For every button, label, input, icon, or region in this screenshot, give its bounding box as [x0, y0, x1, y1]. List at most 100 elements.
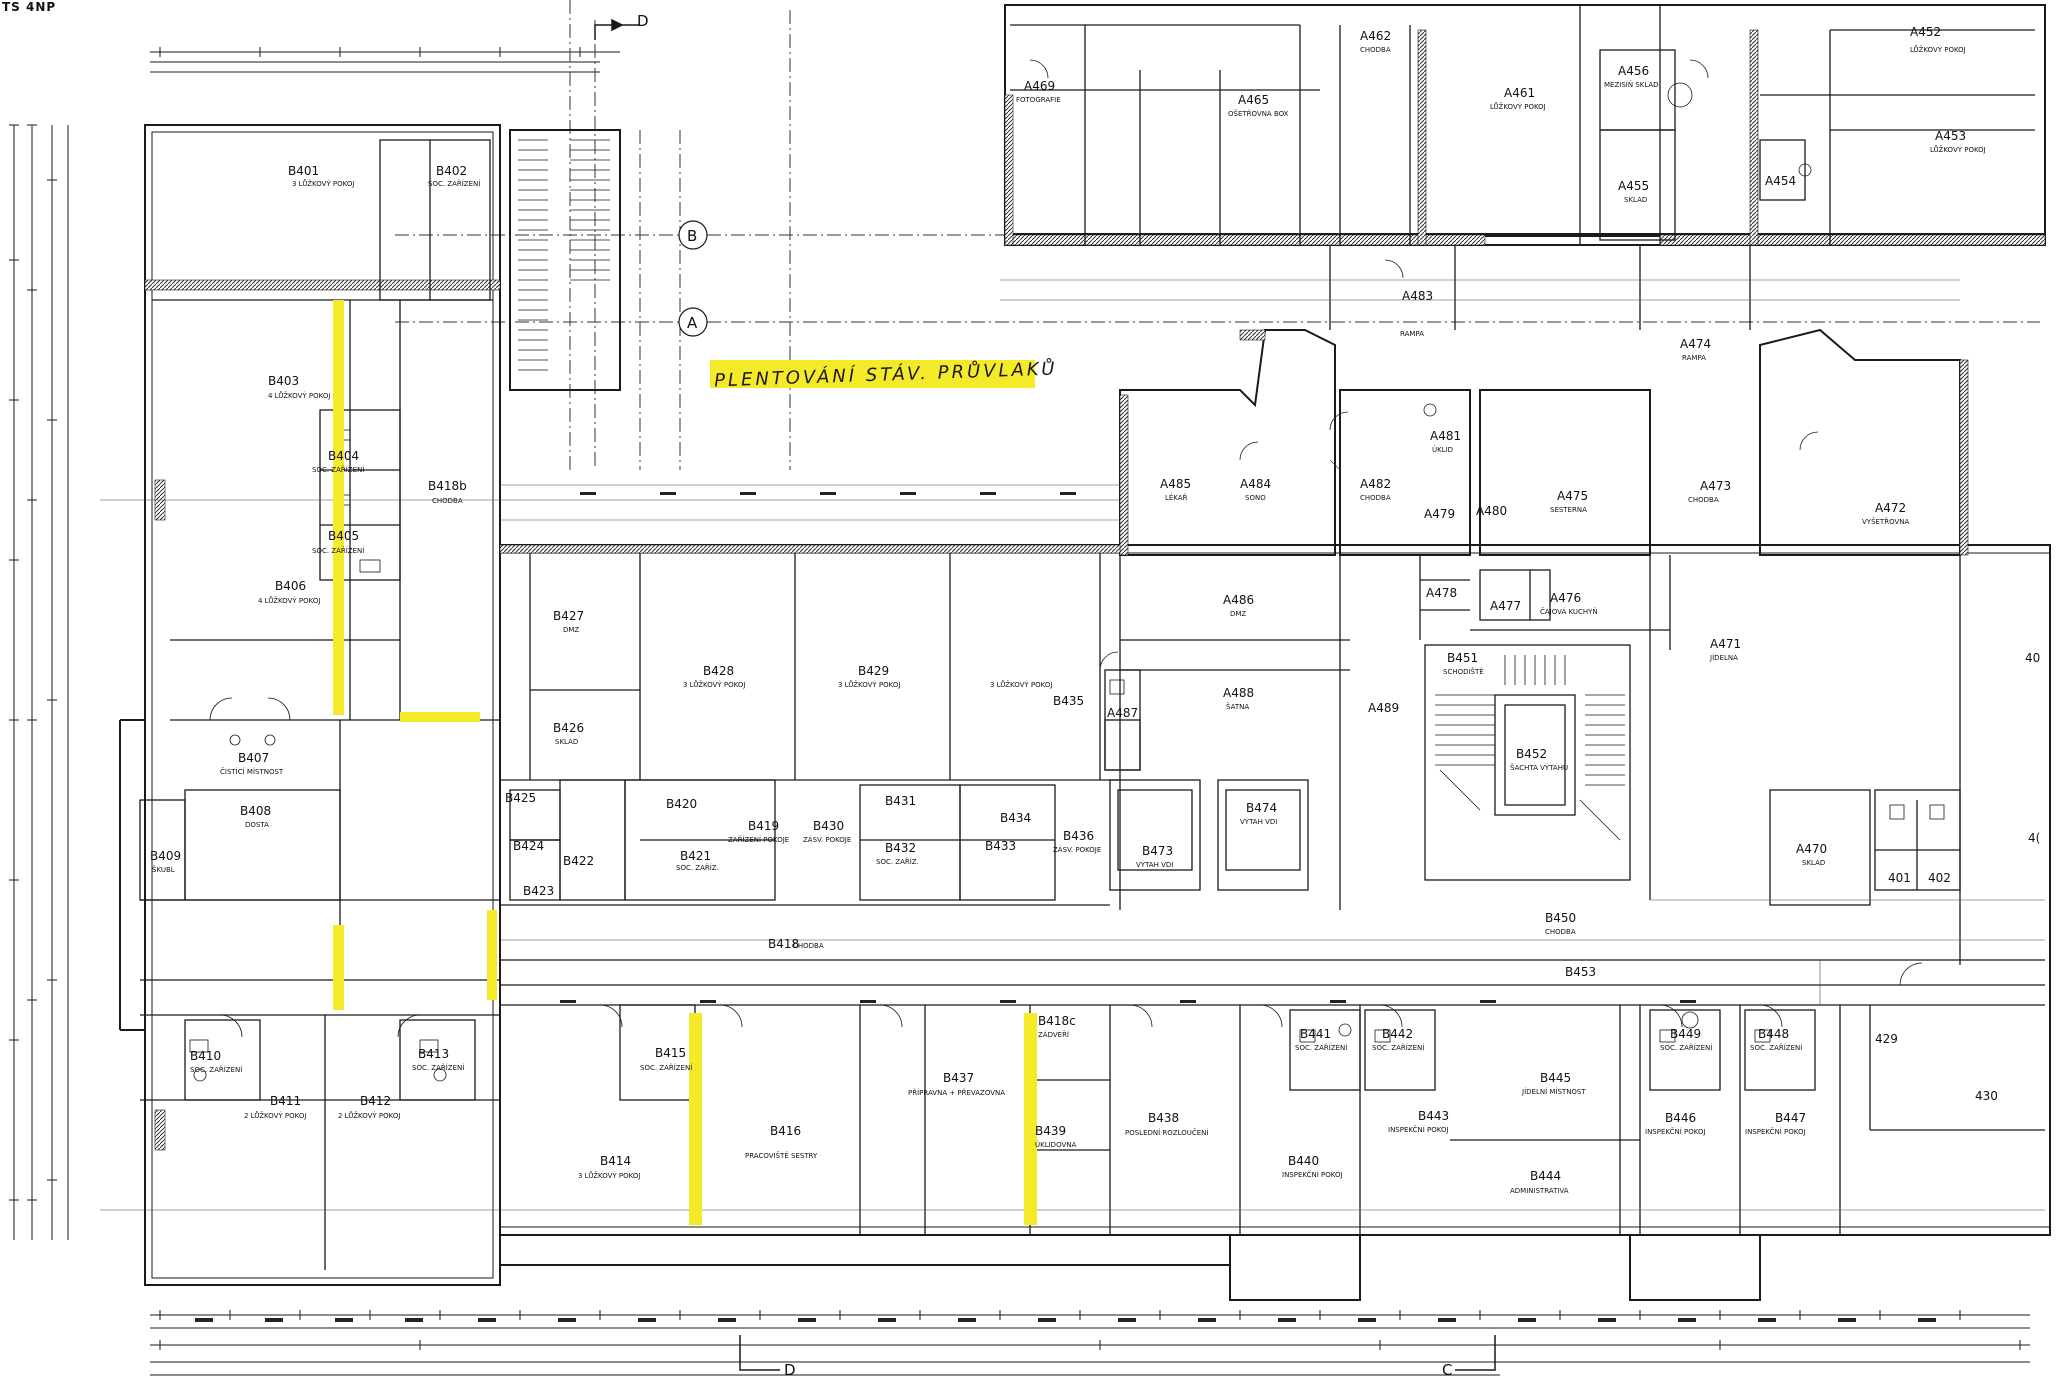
grid-label-a: A — [687, 314, 698, 332]
room-code: B448 — [1758, 1027, 1789, 1041]
room-name: 2 LŮŽKOVÝ POKOJ — [338, 1111, 400, 1120]
room-name: RAMPA — [1682, 354, 1706, 362]
room-name: LŮŽKOVÝ POKOJ — [1910, 45, 1966, 54]
room-name: INSPEKČNÍ POKOJ — [1645, 1127, 1706, 1136]
room-code: B415 — [655, 1046, 686, 1060]
room-code: A469 — [1024, 79, 1055, 93]
room-name: SESTERNA — [1550, 506, 1587, 514]
room-code: B425 — [505, 791, 536, 805]
room-name: POSLEDNÍ ROZLOUČENÍ — [1125, 1128, 1208, 1137]
room-name: SOC. ZAŘÍZENÍ — [640, 1063, 692, 1072]
room-code: B402 — [436, 164, 467, 178]
room-name: MEZISÍŇ SKLAD — [1604, 80, 1659, 89]
room-name: 4 LŮŽKOVÝ POKOJ — [268, 391, 330, 400]
interior-partitions — [139, 5, 2045, 1270]
door-swings — [209, 59, 1923, 1038]
room-name: SKLAD — [1802, 859, 1825, 867]
room-code: A461 — [1504, 86, 1535, 100]
room-code: A475 — [1557, 489, 1588, 503]
room-code: B410 — [190, 1049, 221, 1063]
room-code: B416 — [770, 1124, 801, 1138]
room-code: A482 — [1360, 477, 1391, 491]
room-code: A474 — [1680, 337, 1711, 351]
room-code: A477 — [1490, 599, 1521, 613]
dimension-text-marks — [195, 492, 1936, 1322]
room-code: B419 — [748, 819, 779, 833]
room-name: ZÁDVEŘÍ — [1038, 1030, 1069, 1039]
room-code: B441 — [1300, 1027, 1331, 1041]
room-code: B405 — [328, 529, 359, 543]
room-code: B418c — [1038, 1014, 1076, 1028]
room-code: B435 — [1053, 694, 1084, 708]
room-code: B414 — [600, 1154, 631, 1168]
room-code: B432 — [885, 841, 916, 855]
room-name: SOC. ZAŘÍZENÍ — [428, 179, 480, 188]
room-code: 401 — [1888, 871, 1911, 885]
room-name: LŮŽKOVÝ POKOJ — [1490, 102, 1546, 111]
room-name: JÍDELNÍ MÍSTNOST — [1521, 1087, 1586, 1096]
room-name: LŮŽKOVÝ POKOJ — [1930, 145, 1986, 154]
section-c-bottom: C — [1442, 1361, 1452, 1379]
room-code: B409 — [150, 849, 181, 863]
room-name: 2 LŮŽKOVÝ POKOJ — [244, 1111, 306, 1120]
room-name: DMZ — [1230, 610, 1246, 618]
room-code: A473 — [1700, 479, 1731, 493]
room-name: ZÁSV. POKOJE — [803, 835, 851, 844]
room-code: B445 — [1540, 1071, 1571, 1085]
room-name: ČISTÍCÍ MÍSTNOST — [220, 767, 284, 776]
room-name: CHODBA — [1688, 496, 1719, 504]
room-code: B431 — [885, 794, 916, 808]
room-code: B433 — [985, 839, 1016, 853]
room-name: INSPEKČNÍ POKOJ — [1745, 1127, 1806, 1136]
room-code: B427 — [553, 609, 584, 623]
room-name: SKLAD — [1624, 196, 1647, 204]
room-code: B474 — [1246, 801, 1277, 815]
wall-hatching — [144, 29, 2046, 1151]
room-name: CHODBA — [1360, 46, 1391, 54]
room-code: B426 — [553, 721, 584, 735]
room-code: B451 — [1447, 651, 1478, 665]
room-code: A489 — [1368, 701, 1399, 715]
room-name: 3 LŮŽKOVÝ POKOJ — [990, 680, 1052, 689]
room-name: SONO — [1245, 494, 1266, 502]
room-code: B422 — [563, 854, 594, 868]
room-code: 402 — [1928, 871, 1951, 885]
room-name: ZAŘÍZENÍ POKOJE — [728, 835, 789, 844]
room-name: 3 LŮŽKOVÝ POKOJ — [292, 179, 354, 188]
room-code: B449 — [1670, 1027, 1701, 1041]
room-code: 4( — [2028, 831, 2040, 845]
room-code: B434 — [1000, 811, 1031, 825]
room-code: B423 — [523, 884, 554, 898]
room-code: B437 — [943, 1071, 974, 1085]
room-code: A484 — [1240, 477, 1271, 491]
sanitary-fixtures — [189, 163, 1945, 1082]
stair-treads — [518, 139, 1625, 841]
room-code: A486 — [1223, 593, 1254, 607]
room-code: A472 — [1875, 501, 1906, 515]
room-name: SOC. ZAŘÍZ. — [676, 863, 719, 872]
room-code: B428 — [703, 664, 734, 678]
grid-marker-b: B — [678, 220, 708, 250]
room-code: B403 — [268, 374, 299, 388]
room-name: VÝTAH VDI — [1240, 817, 1277, 826]
room-code: B413 — [418, 1047, 449, 1061]
room-code: 40 — [2025, 651, 2040, 665]
room-code: A471 — [1710, 637, 1741, 651]
room-code: A487 — [1107, 706, 1138, 720]
room-name: CHODBA — [1360, 494, 1391, 502]
room-code: B424 — [513, 839, 544, 853]
room-name: SOC. ZAŘÍZ. — [876, 857, 919, 866]
room-name: VÝTAH VDI — [1136, 860, 1173, 869]
room-name: DMZ — [563, 626, 579, 634]
room-code: B408 — [240, 804, 271, 818]
room-name: ČAJOVÁ KUCHYŇ — [1540, 607, 1598, 616]
room-name: 3 LŮŽKOVÝ POKOJ — [838, 680, 900, 689]
room-name: 3 LŮŽKOVÝ POKOJ — [683, 680, 745, 689]
room-code: B418b — [428, 479, 467, 493]
room-name: DOSTA — [245, 821, 269, 829]
room-name: JÍDELNA — [1709, 653, 1738, 662]
room-code: A480 — [1476, 504, 1507, 518]
construction-lines — [100, 279, 2045, 1211]
room-name: SOC. ZAŘÍZENÍ — [1295, 1043, 1347, 1052]
room-code: B447 — [1775, 1111, 1806, 1125]
